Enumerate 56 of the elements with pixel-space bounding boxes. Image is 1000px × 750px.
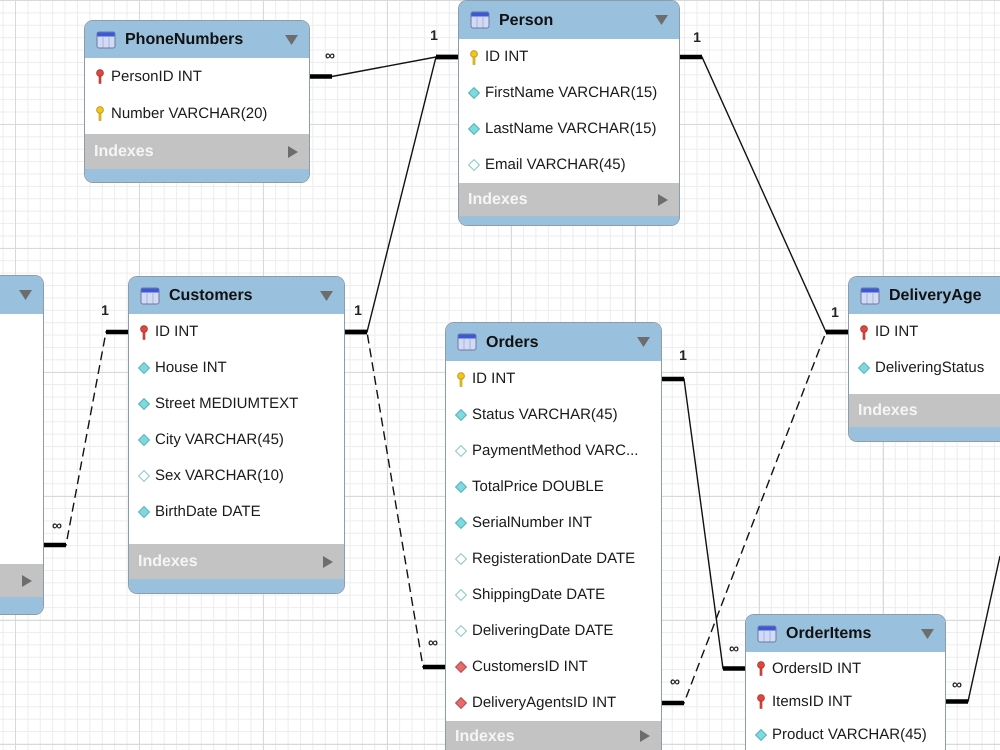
column-name: Number VARCHAR(20) (111, 104, 268, 122)
column-name: OrdersID INT (772, 660, 862, 678)
column-name: City VARCHAR(45) (155, 431, 284, 449)
table-name: Orders (486, 332, 538, 352)
cardinality-label: ∞ (729, 640, 739, 656)
table-card (128, 276, 345, 594)
cardinality-label: ∞ (325, 47, 335, 63)
cardinality-label: 1 (101, 302, 109, 318)
table-card (445, 322, 662, 750)
cardinality-label: 1 (354, 302, 362, 318)
column-name: DeliveryAgentsID INT (472, 694, 616, 712)
table-card (0, 275, 44, 615)
column-name: ShippingDate DATE (472, 586, 606, 604)
column-name: RegisterationDate DATE (472, 550, 636, 568)
column-name: CustomersID INT (472, 658, 588, 676)
table-name: OrderItems (786, 624, 872, 643)
table-card (745, 614, 946, 750)
column-name: ItemsID INT (772, 692, 852, 710)
column-name: Email VARCHAR(45) (485, 156, 626, 174)
column-name: Status VARCHAR(45) (472, 406, 618, 424)
relationship-line (660, 376, 748, 671)
column-name: DeliveringDate DATE (472, 622, 614, 640)
table-name: PhoneNumbers (125, 30, 244, 49)
column-name: SerialNumber INT (472, 514, 592, 532)
column-name: DeliveringStatus (875, 359, 984, 377)
cardinality-label: ∞ (52, 517, 62, 533)
cardinality-label: ∞ (670, 673, 680, 689)
column-name: ID INT (472, 370, 516, 388)
column-name: BirthDate DATE (155, 503, 261, 521)
column-name: ID INT (485, 48, 528, 66)
relationship-line (660, 330, 850, 706)
cardinality-label: ∞ (952, 676, 962, 692)
column-name: Product VARCHAR(45) (772, 726, 927, 744)
column-name: ID INT (155, 323, 198, 341)
column-name: House INT (155, 359, 227, 377)
column-name: FirstName VARCHAR(15) (485, 84, 658, 102)
table-name: Person (499, 10, 554, 30)
cardinality-label: 1 (831, 304, 839, 320)
column-name: PaymentMethod VARC... (472, 442, 638, 460)
table-name: Customers (169, 286, 253, 305)
column-name: LastName VARCHAR(15) (485, 120, 656, 138)
table-card (84, 20, 310, 183)
cardinality-label: 1 (679, 347, 687, 363)
column-name: Sex VARCHAR(10) (155, 467, 284, 485)
relationship-line (342, 330, 448, 670)
column-name: PersonID INT (111, 68, 202, 86)
column-name: Street MEDIUMTEXT (155, 395, 298, 413)
cardinality-label: ∞ (428, 634, 438, 650)
column-name: TotalPrice DOUBLE (472, 478, 604, 496)
table-card (458, 0, 680, 226)
cardinality-label: 1 (693, 29, 701, 45)
cardinality-label: 1 (430, 27, 438, 43)
relationship-line (944, 556, 1000, 704)
column-name: ID INT (875, 323, 918, 341)
table-card (848, 276, 1000, 442)
table-name: DeliveryAge (889, 286, 982, 305)
